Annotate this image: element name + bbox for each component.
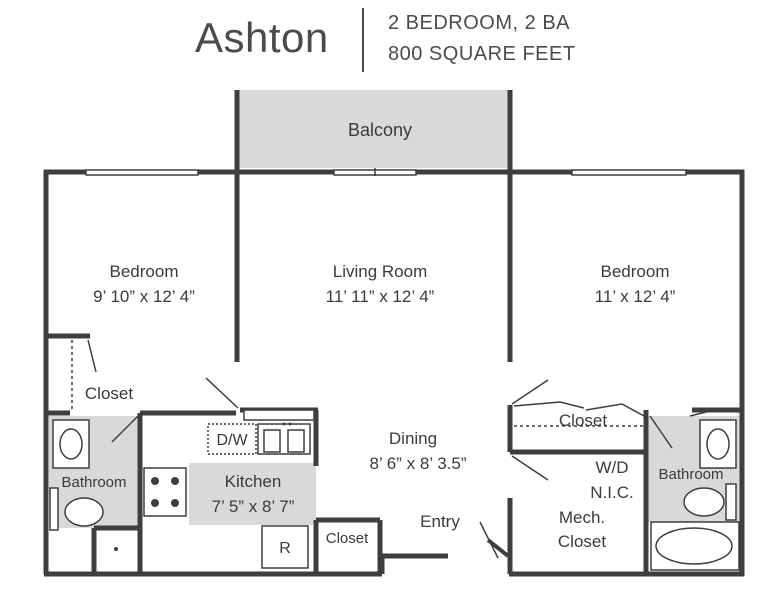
closet-left-label: Closet xyxy=(85,384,133,403)
bathroom-left-label: Bathroom xyxy=(61,474,126,491)
bathroom-right-fixtures xyxy=(650,419,740,571)
bedroom-right-size: 11’ x 12’ 4” xyxy=(595,287,676,306)
kitchen-fixtures xyxy=(143,409,315,569)
window-bedroom-left xyxy=(85,169,199,176)
entry-label: Entry xyxy=(420,512,460,531)
kitchen-name: Kitchen xyxy=(225,472,282,491)
toilet-left xyxy=(64,497,104,527)
bedroom-right-name: Bedroom xyxy=(601,262,670,281)
balcony-area xyxy=(237,90,510,168)
stove xyxy=(143,467,187,517)
toilet-tank-right xyxy=(725,483,737,521)
bedroom-left-name: Bedroom xyxy=(110,262,179,281)
dishwasher xyxy=(207,423,257,455)
windows xyxy=(85,169,687,176)
kitchen-counter xyxy=(189,463,316,525)
toilet-tank-left xyxy=(49,487,59,531)
dining-size: 8’ 6” x 8’ 3.5” xyxy=(369,454,466,473)
bedroom-left-size: 9’ 10” x 12’ 4” xyxy=(93,287,195,306)
refrigerator-label: R xyxy=(279,540,291,557)
stove-burners xyxy=(151,422,292,507)
living-room-size: 11’ 11” x 12’ 4” xyxy=(326,287,435,306)
nic-label: N.I.C. xyxy=(590,483,633,502)
header-divider xyxy=(362,8,364,72)
window-bedroom-right xyxy=(571,169,687,176)
mech-closet-label: Closet xyxy=(558,532,606,551)
dishwasher-label: D/W xyxy=(216,432,248,449)
closet-right-label: Closet xyxy=(559,411,607,430)
room-labels: Balcony Bedroom 9’ 10” x 12’ 4” Living R… xyxy=(61,120,723,557)
bed-bath-label: 2 BEDROOM, 2 BA xyxy=(388,12,570,34)
refrigerator xyxy=(261,525,309,569)
bathroom-left-fixtures xyxy=(49,419,104,531)
kitchen-size: 7’ 5” x 8’ 7” xyxy=(212,497,295,516)
unit-name: Ashton xyxy=(195,14,329,61)
closet-entry-label: Closet xyxy=(326,530,369,547)
dining-name: Dining xyxy=(389,429,437,448)
bathroom-right-label: Bathroom xyxy=(658,466,723,483)
balcony-label: Balcony xyxy=(348,120,412,140)
mech-label: Mech. xyxy=(559,508,605,527)
area-label: 800 SQUARE FEET xyxy=(388,43,576,65)
door-swings xyxy=(71,339,741,559)
toilet-right xyxy=(683,487,725,517)
wd-label: W/D xyxy=(595,458,628,477)
living-room-name: Living Room xyxy=(333,262,428,281)
